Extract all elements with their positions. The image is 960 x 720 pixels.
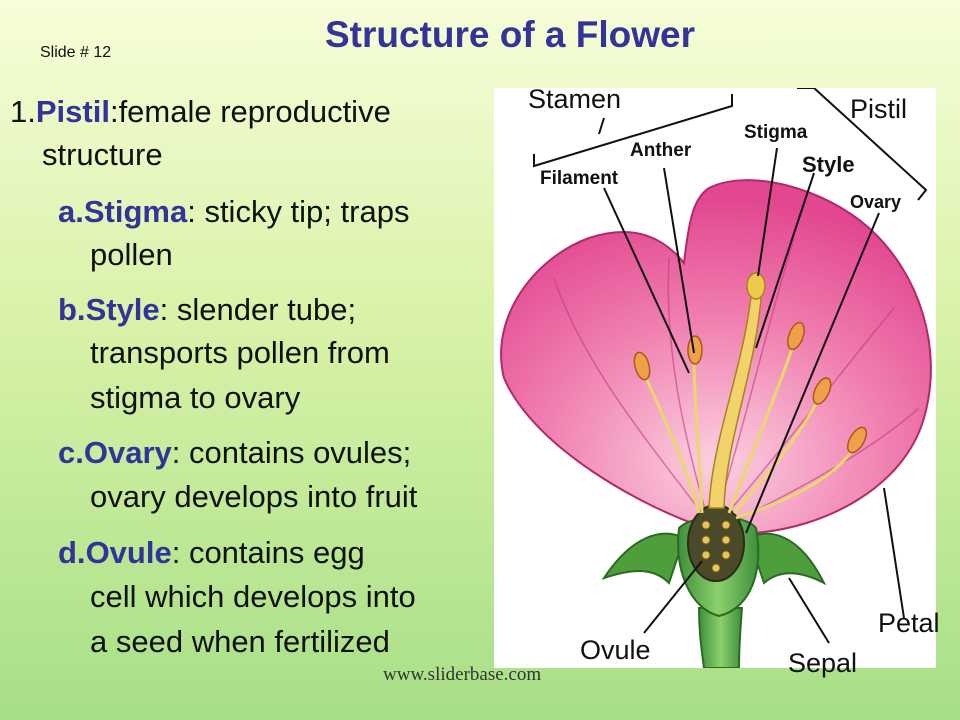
label-sepal: Sepal [788,648,858,678]
item-b-text-1: : slender tube; [159,292,357,327]
petal-shape [500,179,932,535]
item-a-term: Stigma [83,194,188,229]
label-anther: Anther [630,140,692,161]
stigma-shape [746,272,766,300]
label-leaders [533,87,928,644]
item-b-term: Style [85,292,160,327]
item-a-line-1: a.Stigma: sticky tip; traps [58,192,409,232]
item-a-line-2: pollen [90,237,173,272]
heading-line-1: 1.Pistil:female reproductive [10,92,391,132]
item-c-prefix: c. [58,435,84,470]
item-b-line-3: stigma to ovary [90,380,301,415]
heading-line-2: structure [42,137,163,172]
label-stigma: Stigma [744,122,808,143]
label-style: Style [802,152,855,177]
item-a-text-1: : sticky tip; traps [187,194,410,229]
item-b-prefix: b. [58,292,86,327]
item-d-term: Ovule [85,535,172,570]
anthers [633,321,868,454]
label-pistil: Pistil [850,94,908,124]
item-c-text-1: : contains ovules; [171,435,412,470]
sepal-left [601,532,686,585]
item-d-prefix: d. [58,535,86,570]
watermark: www.sliderbase.com [383,664,542,685]
item-d-text-1: : contains egg [171,535,365,570]
item-b-line-1: b.Style: slender tube; [58,290,356,330]
flower-illustration [500,87,932,669]
label-ovary: Ovary [850,192,902,212]
heading-number: 1. [10,94,36,129]
petal-veins [553,237,920,529]
item-b-line-2: transports pollen from [90,335,390,370]
item-d-line-1: d.Ovule: contains egg [58,533,365,573]
slide-number: Slide # 12 [40,44,112,61]
ovules [701,520,731,573]
item-d-line-2: cell which develops into [90,579,416,614]
item-c-line-2: ovary develops into fruit [90,479,418,514]
item-d-line-3: a seed when fertilized [90,624,390,659]
label-filament: Filament [540,168,619,189]
slide-title: Structure of a Flower [324,14,696,55]
stem [697,607,744,669]
item-c-term: Ovary [83,435,172,470]
flower-diagram: Stamen Pistil Anther Stigma Style Filame… [494,84,940,669]
label-stamen: Stamen [528,84,622,114]
label-ovule: Ovule [580,635,651,665]
heading-text-1: :female reproductive [109,94,391,129]
item-a-prefix: a. [58,194,84,229]
item-c-line-1: c.Ovary: contains ovules; [58,433,411,473]
sepal-right [747,532,827,586]
label-petal: Petal [878,608,940,638]
heading-term: Pistil [35,94,110,129]
